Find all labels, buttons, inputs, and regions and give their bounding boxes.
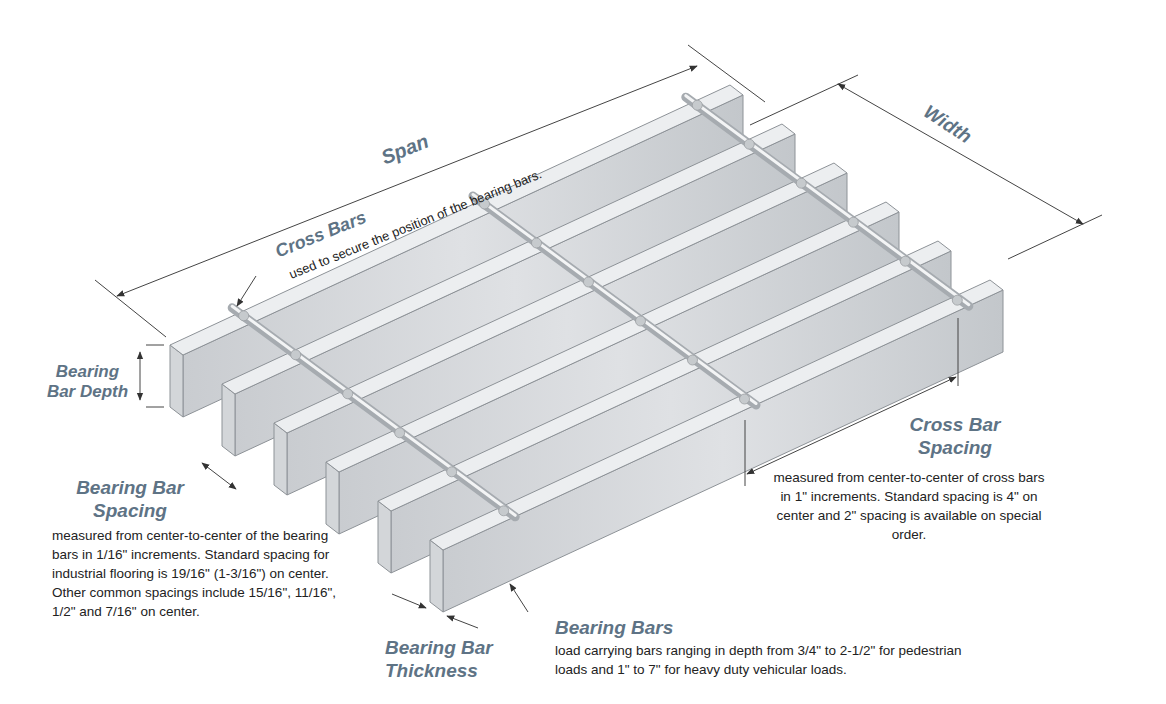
note-text: measured from center-to-center of cross …: [768, 468, 1050, 544]
extension-line: [745, 420, 746, 486]
extension-line: [146, 345, 164, 346]
weld: [636, 316, 646, 326]
bearing-bar-end: [170, 345, 183, 417]
note-text: measured from center-to-center of the be…: [52, 526, 344, 621]
bearing-bar-end: [378, 501, 391, 573]
weld: [291, 350, 301, 360]
weld: [499, 506, 509, 516]
cross-bar-highlight: [232, 306, 515, 515]
width-dimension: [838, 84, 1083, 224]
bearing-bar-end: [430, 540, 443, 612]
leader-line: [510, 584, 528, 612]
spacing-dimension: [202, 463, 236, 489]
weld: [848, 217, 858, 227]
weld: [343, 389, 353, 399]
extension-line: [95, 280, 166, 337]
cross-bar-highlight: [686, 96, 969, 305]
weld: [447, 467, 457, 477]
extension-line: [958, 318, 959, 386]
weld: [239, 311, 249, 321]
dimension-label: Bearing Bar Spacing: [60, 476, 200, 522]
dimension-label: Span: [378, 130, 432, 170]
extension-line: [1008, 215, 1102, 259]
weld: [952, 295, 962, 305]
part-name: Bearing Bars: [555, 616, 673, 639]
bearing-bar-end: [326, 462, 339, 534]
weld: [532, 238, 542, 248]
weld: [740, 394, 750, 404]
dimension-label: Bearing Bar Thickness: [385, 636, 505, 682]
leader-line: [237, 276, 256, 306]
weld: [395, 428, 405, 438]
depth-dimension: [140, 352, 141, 400]
note-text: load carrying bars ranging in depth from…: [555, 641, 975, 679]
thickness-arrow: [447, 616, 478, 628]
dimension-label: Cross Bar Spacing: [895, 413, 1015, 459]
weld: [692, 100, 702, 110]
thickness-arrow: [392, 594, 426, 608]
weld: [584, 277, 594, 287]
extension-line: [750, 75, 858, 125]
weld: [744, 139, 754, 149]
weld: [688, 355, 698, 365]
bearing-bar-end: [274, 423, 287, 495]
weld: [796, 178, 806, 188]
bearing-bar-end: [222, 384, 235, 456]
weld: [900, 256, 910, 266]
dimension-label: Width: [919, 100, 976, 148]
cross-bar-highlight: [473, 195, 756, 404]
span-dimension: [117, 66, 697, 296]
extension-line: [146, 407, 164, 408]
dimension-label: Bearing Bar Depth: [45, 362, 130, 402]
extension-line: [688, 45, 765, 102]
